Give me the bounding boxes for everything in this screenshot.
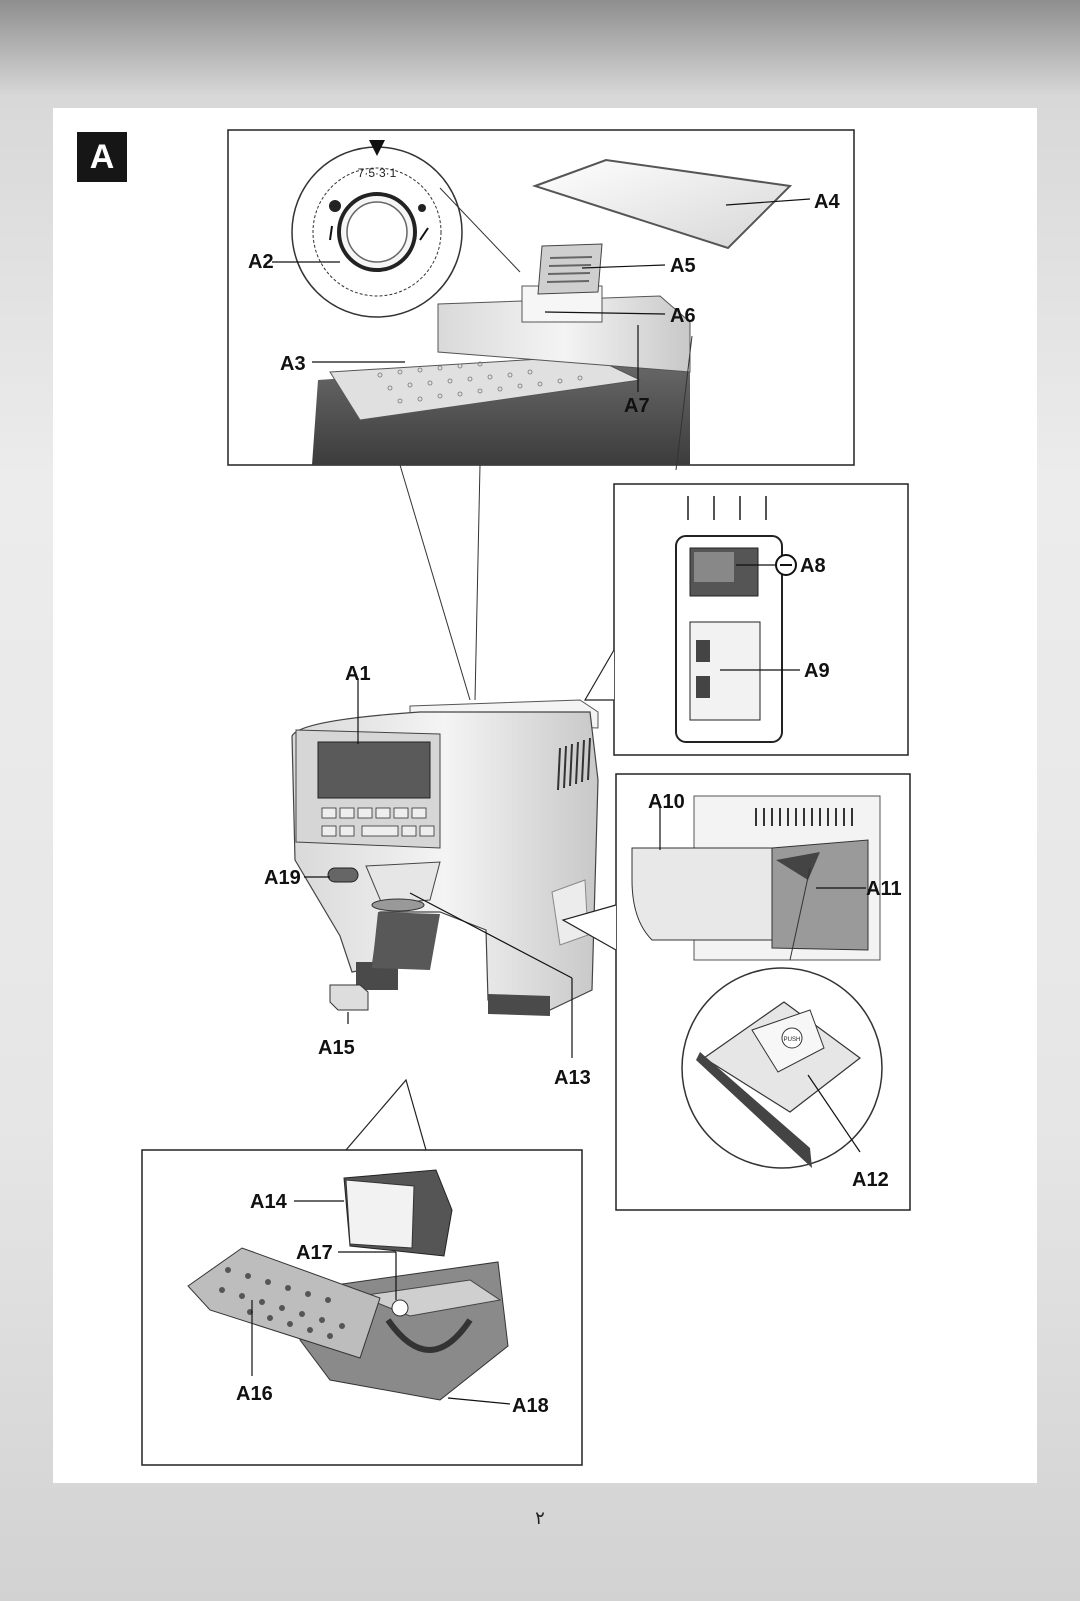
label-a3: A3: [280, 353, 306, 375]
coffee-spout: [365, 861, 441, 905]
label-a11: A11: [866, 878, 902, 900]
label-a6: A6: [670, 305, 696, 327]
power-socket: [689, 621, 761, 721]
switch-socket-panel: A8 A9: [583, 483, 909, 756]
label-a17: A17: [296, 1242, 333, 1264]
label-a8: A8: [800, 555, 826, 577]
service-door: [631, 847, 773, 941]
cup-warmer-tray: [329, 355, 642, 421]
drip-tray-panel: A14 A17 A16 A18: [141, 1078, 583, 1466]
label-a4: A4: [814, 191, 840, 213]
section-badge: A: [77, 132, 127, 182]
water-level-float: [391, 1299, 409, 1317]
label-a12: A12: [852, 1169, 889, 1191]
callout-line: [474, 464, 481, 701]
callout-line: [399, 464, 471, 701]
dial-marks: 7·5·3·1: [358, 166, 397, 180]
cleaning-tool: [329, 984, 369, 1011]
magnifier-leader: [439, 187, 521, 273]
label-a16: A16: [236, 1383, 273, 1405]
label-a15: A15: [318, 1037, 355, 1059]
top-detail-panel: 7·5·3·1 A2 A3 A4 A5 A6 A7: [227, 129, 855, 466]
label-a14: A14: [250, 1191, 288, 1213]
rotate-arrow-left-icon: [329, 225, 333, 241]
label-a1: A1: [345, 663, 371, 685]
label-a13: A13: [554, 1067, 591, 1089]
brewing-unit: [771, 839, 869, 951]
push-tag: PUSH: [784, 1037, 801, 1043]
steam-wand: [327, 867, 359, 883]
label-a18: A18: [512, 1395, 549, 1417]
label-a10: A10: [648, 791, 685, 813]
right-foot: [488, 994, 550, 1016]
rotate-arrow-right-icon: [419, 227, 429, 241]
bean-container-lid: [531, 158, 793, 250]
coffee-machine: A1 A19 A15 A13: [264, 663, 599, 1089]
callout-line: [675, 335, 693, 471]
cup-grille: [187, 1247, 381, 1359]
label-a19: A19: [264, 867, 301, 889]
label-a2: A2: [248, 251, 274, 273]
label-a5: A5: [670, 255, 696, 277]
fine-bean-icon: [418, 204, 426, 212]
coarse-bean-icon: [329, 200, 341, 212]
label-a9: A9: [804, 660, 830, 682]
brewing-unit-panel: PUSH A10 A11 A12: [561, 773, 911, 1211]
display-panel: [317, 741, 431, 799]
dial-pointer-icon: [369, 140, 385, 156]
left-foot: [356, 962, 398, 990]
funnel-lid: [537, 243, 603, 295]
label-a7: A7: [624, 395, 650, 417]
bean-container: [437, 295, 691, 373]
page-number: ٢: [535, 1508, 545, 1529]
